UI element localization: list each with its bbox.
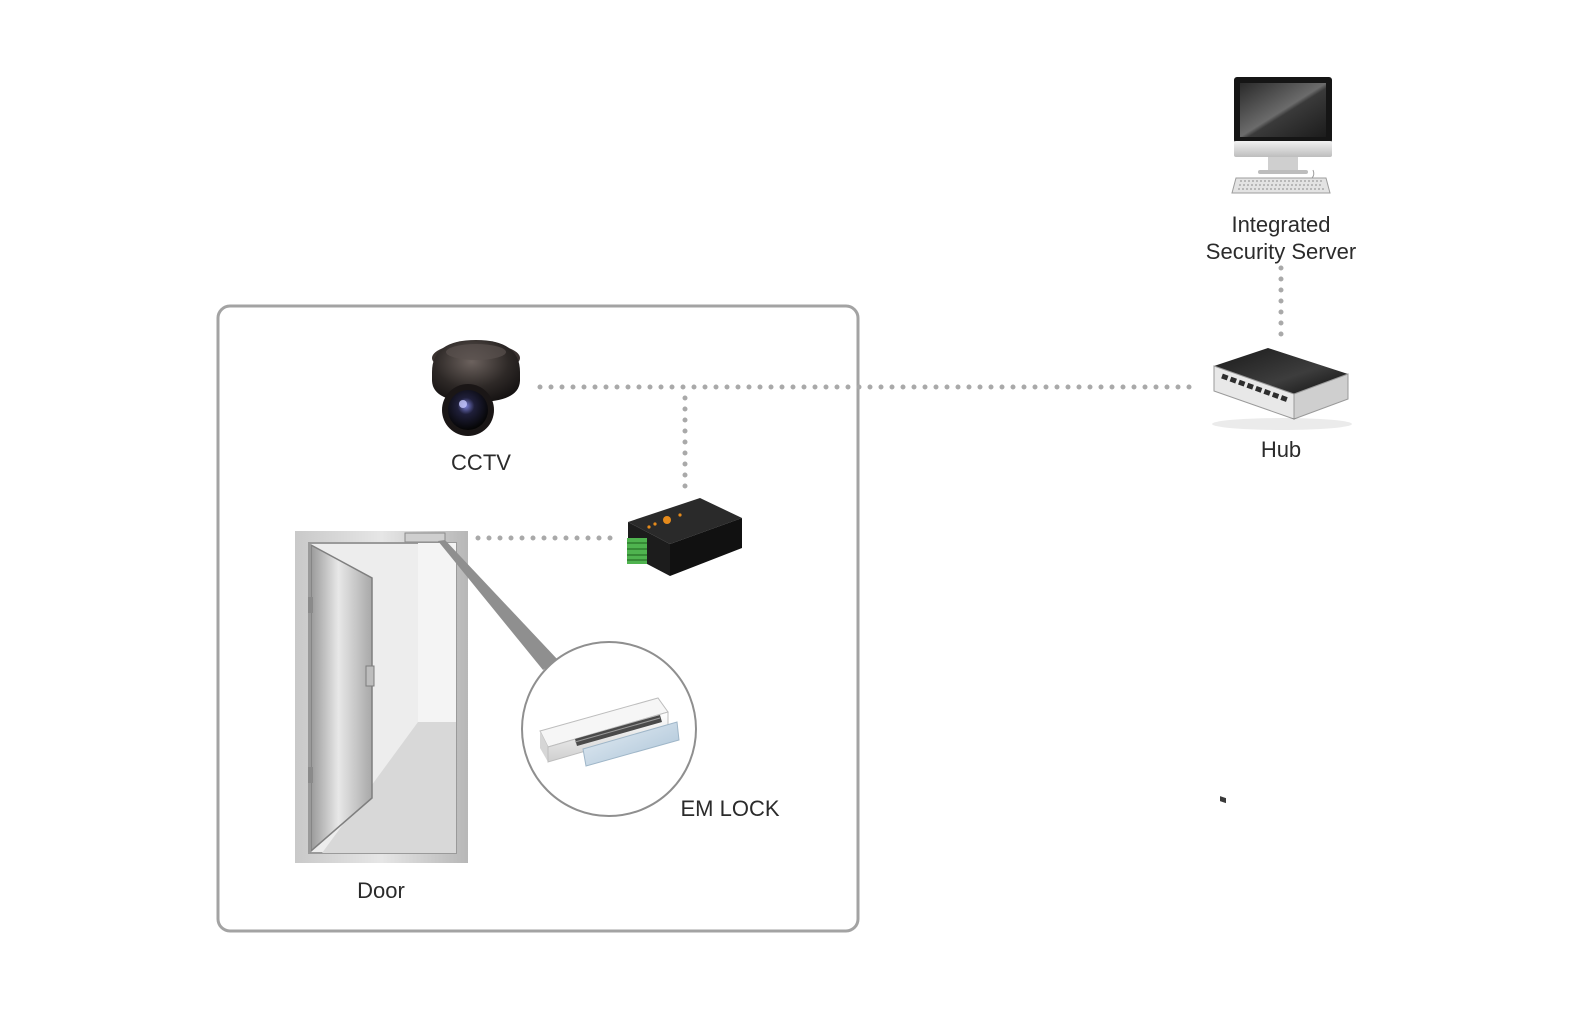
door-icon <box>295 531 468 863</box>
em-lock-icon <box>539 697 680 767</box>
cctv-label: CCTV <box>451 450 511 475</box>
server-label-line1: Integrated <box>1231 212 1330 237</box>
network-hub-icon <box>1212 348 1352 804</box>
room-frame <box>216 304 860 933</box>
em-lock-callout-wedge <box>438 540 558 670</box>
em-lock-label: EM LOCK <box>680 796 779 821</box>
cctv-camera-icon <box>432 340 520 436</box>
hub-label: Hub <box>1261 437 1301 462</box>
access-controller-icon <box>627 498 742 576</box>
server-label-line2: Security Server <box>1206 239 1356 264</box>
door-label: Door <box>357 878 405 903</box>
em-lock-magnifier <box>521 641 697 817</box>
server-computer-icon <box>1231 77 1332 194</box>
